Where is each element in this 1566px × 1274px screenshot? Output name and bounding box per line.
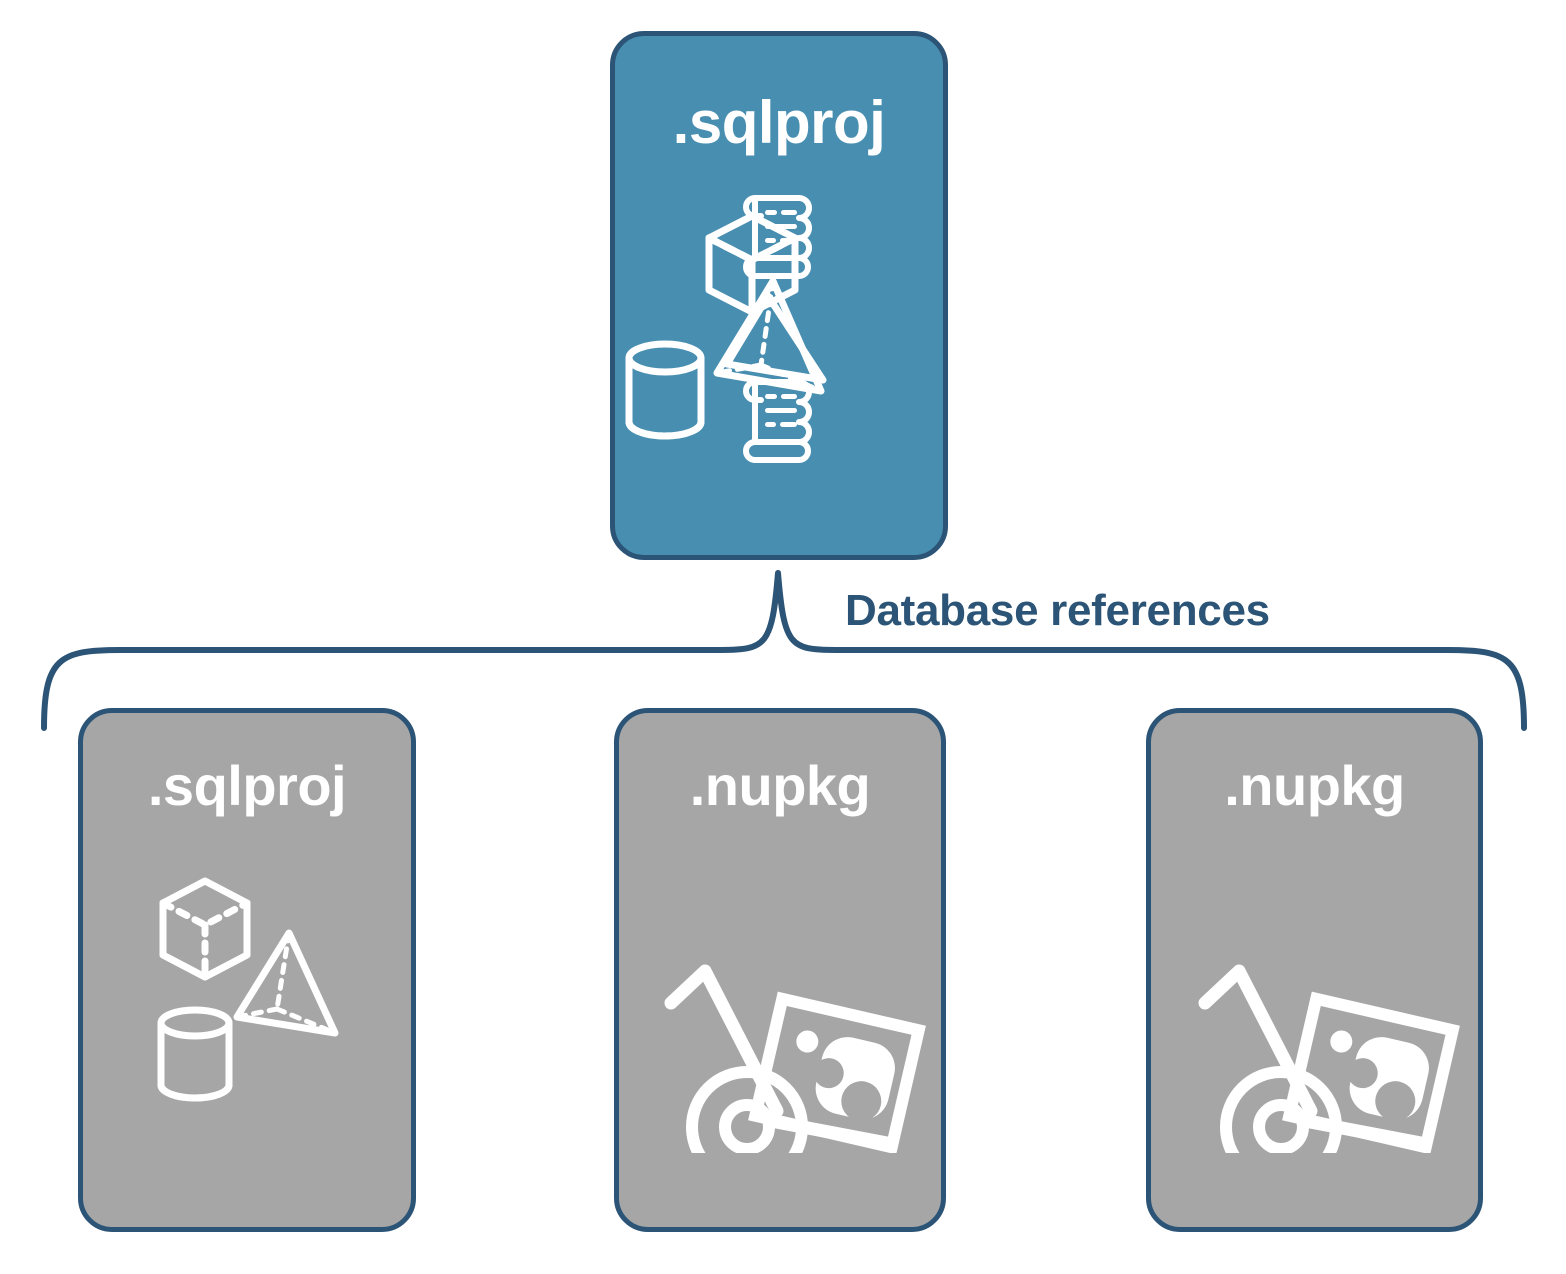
node-artwork-ref-nupkg-1 [619, 853, 941, 1188]
node-card-ref-nupkg-2[interactable]: .nupkg [1146, 708, 1483, 1232]
node-label-root-sqlproj: .sqlproj [672, 89, 886, 156]
scroll-icon [743, 379, 812, 463]
nuget-logo [796, 1030, 895, 1122]
pyramid-icon [233, 929, 339, 1037]
database-objects-illustration [625, 195, 827, 463]
node-card-ref-sqlproj[interactable]: .sqlproj [78, 708, 416, 1232]
package-box [1282, 991, 1460, 1155]
node-card-root-sqlproj[interactable]: .sqlproj [610, 31, 948, 560]
scroll-icon [743, 195, 812, 279]
node-label-ref-nupkg-1: .nupkg [689, 754, 871, 817]
nuget-logo [1330, 1030, 1429, 1122]
database-objects-illustration [157, 877, 339, 1102]
connector-label-database-references: Database references [845, 586, 1270, 635]
hand-truck-package-icon [664, 964, 926, 1188]
hand-truck-package-icon [1198, 964, 1460, 1188]
wheel [1220, 1066, 1342, 1188]
node-card-ref-nupkg-1[interactable]: .nupkg [614, 708, 946, 1232]
node-label-ref-nupkg-2: .nupkg [1224, 754, 1405, 817]
wheel [686, 1066, 808, 1188]
cylinder-icon [157, 1006, 233, 1102]
node-artwork-ref-nupkg-2 [1151, 853, 1478, 1188]
package-box [748, 991, 926, 1155]
node-artwork-root-sqlproj [615, 186, 943, 466]
node-label-ref-sqlproj: .sqlproj [147, 754, 347, 817]
node-artwork-ref-sqlproj [83, 863, 411, 1123]
cylinder-icon [625, 340, 705, 440]
cube-icon [159, 877, 251, 981]
